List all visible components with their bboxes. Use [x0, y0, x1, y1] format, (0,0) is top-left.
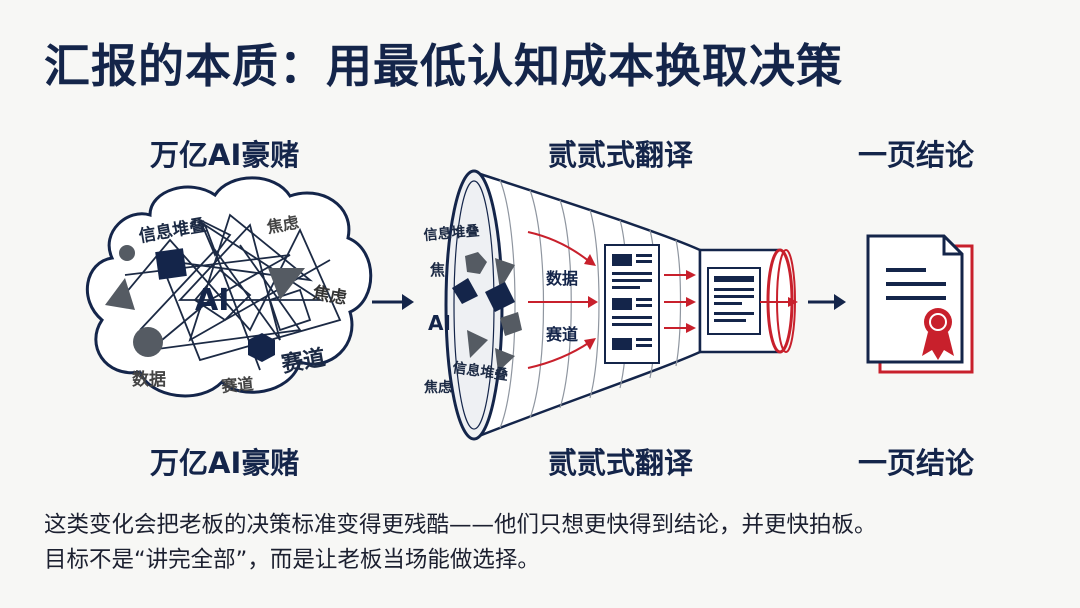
- caption-line-1: 这类变化会把老板的决策标准变得更残酷——他们只想更快得到结论，并更快拍板。: [44, 508, 877, 543]
- chaos-dot: [119, 245, 135, 261]
- funnel-word-anxiety: 焦虑: [423, 379, 452, 396]
- stage-label-translate-bottom: 贰贰式翻译: [548, 440, 693, 482]
- funnel-label-data: 数据: [546, 269, 578, 288]
- arrow-funnel-to-doc: [808, 294, 846, 310]
- chaos-cloud: 信息堆叠 焦虑 焦虑 AI 数据 赛道 赛道: [87, 178, 370, 396]
- funnel-word-ai: AI: [428, 311, 451, 335]
- funnel-label-track: 赛道: [545, 325, 578, 344]
- arrow-cloud-to-funnel: [372, 294, 414, 310]
- chaos-square: [155, 248, 187, 280]
- stage-label-conclusion-bottom: 一页结论: [858, 440, 974, 482]
- stage-label-gamble-bottom: 万亿AI豪赌: [150, 440, 299, 482]
- chaos-circle: [133, 327, 163, 357]
- funnel: 信息堆叠 焦 AI 信息堆叠 焦虑 数据 赛道: [423, 171, 798, 439]
- funnel-doc-large: [605, 245, 659, 363]
- caption: 这类变化会把老板的决策标准变得更残酷——他们只想更快得到结论，并更快拍板。 目标…: [44, 508, 877, 578]
- cloud-center-ai: AI: [195, 283, 229, 318]
- funnel-word-jiao: 焦: [429, 261, 445, 279]
- funnel-doc-small: [708, 268, 760, 334]
- caption-line-2: 目标不是“讲完全部”，而是让老板当场能做选择。: [44, 543, 877, 578]
- cloud-word-track-small: 赛道: [220, 374, 255, 396]
- conclusion-document: [868, 236, 972, 372]
- cloud-word-data: 数据: [132, 369, 166, 390]
